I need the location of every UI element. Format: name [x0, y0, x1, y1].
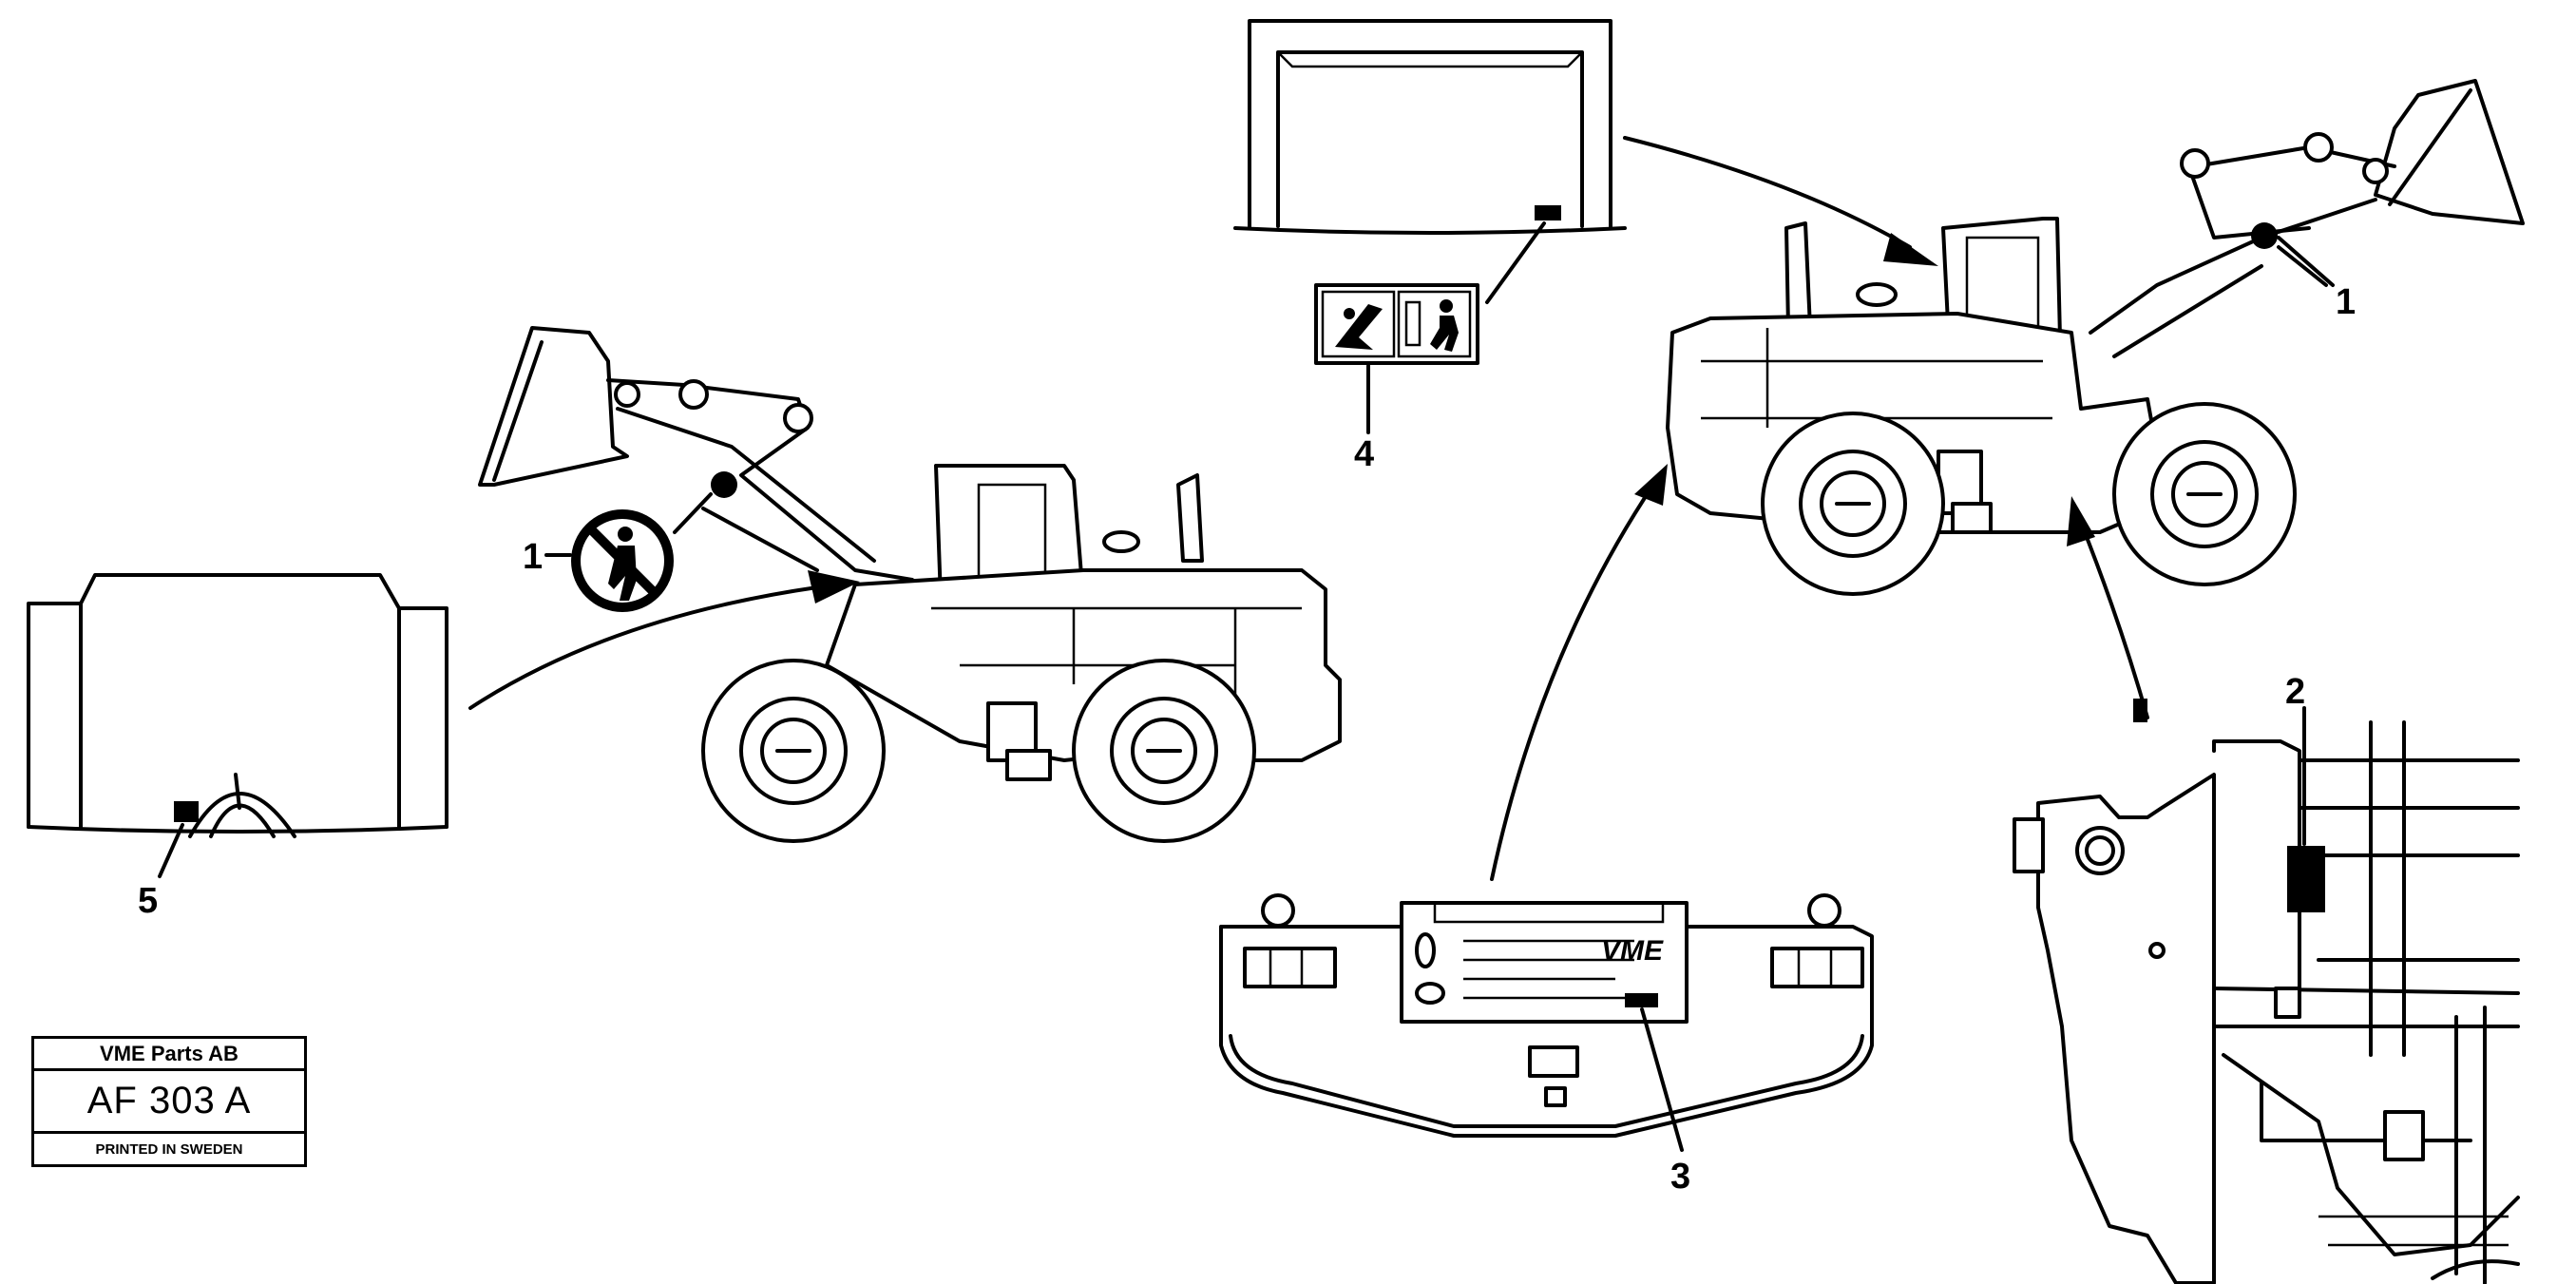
title-block-company: VME Parts AB [34, 1039, 304, 1071]
callout-3: 3 [1670, 1157, 1690, 1197]
wheel-loader-right-view [1666, 79, 2525, 596]
callout-1-left: 1 [523, 537, 543, 577]
title-block: VME Parts AB AF 303 A PRINTED IN SWEDEN [31, 1036, 307, 1167]
crush-hazard-icon [1335, 304, 1383, 350]
callout-2: 2 [2285, 672, 2305, 712]
callouts: 1 1 2 3 4 5 [138, 282, 2356, 1197]
counterweight-detail: VME [1219, 893, 1874, 1152]
wheel-loader-left-view [478, 326, 1342, 843]
callout-5: 5 [138, 881, 158, 921]
callout-4: 4 [1354, 434, 1374, 474]
callout-1-right: 1 [2336, 282, 2356, 322]
leader-arrows [1490, 464, 2149, 881]
title-block-drawing-number: AF 303 A [34, 1071, 304, 1134]
rear-hood-detail [27, 570, 860, 878]
warning-decal-4 [1314, 283, 1479, 365]
title-block-printed: PRINTED IN SWEDEN [95, 1140, 243, 1158]
no-standing-under-boom-icon [571, 509, 674, 612]
decal-logo-text: VME [1601, 935, 1664, 967]
cab-window-detail [1233, 19, 1938, 434]
frame-detail [2013, 706, 2520, 1284]
emergency-exit-icon [1404, 299, 1459, 352]
